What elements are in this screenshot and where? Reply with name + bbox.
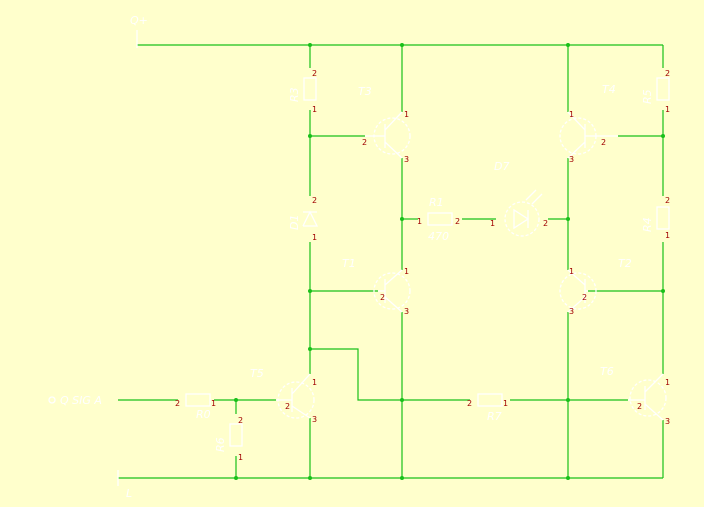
transistor-t6[interactable]: 2 1 3 T6 (600, 365, 670, 426)
svg-text:3: 3 (404, 307, 409, 316)
transistor-t5[interactable]: 2 1 3 T5 (250, 367, 317, 424)
svg-text:2: 2 (637, 402, 642, 411)
svg-text:1: 1 (312, 105, 317, 114)
resistor-r5[interactable]: 2 1 R5 (641, 69, 670, 114)
t3-ref: T3 (358, 85, 372, 98)
svg-text:1: 1 (238, 453, 243, 462)
resistor-r0[interactable]: 2 1 R0 (175, 393, 216, 421)
r7-ref: R7 (487, 410, 502, 423)
svg-text:2: 2 (362, 138, 367, 147)
svg-text:3: 3 (312, 415, 317, 424)
svg-text:2: 2 (467, 399, 472, 408)
vcc-label: Q+ (130, 14, 148, 27)
svg-text:1: 1 (665, 378, 670, 387)
input-label: Q SIG A (60, 394, 102, 407)
svg-text:1: 1 (569, 110, 574, 119)
input-terminal[interactable]: Q SIG A (48, 394, 102, 407)
svg-text:1: 1 (569, 267, 574, 276)
svg-text:2: 2 (312, 196, 317, 205)
wires (118, 44, 664, 479)
r1-ref: R1 (429, 196, 444, 209)
junctions (234, 43, 665, 480)
transistor-t3[interactable]: 2 1 3 T3 (358, 85, 411, 164)
gnd-label: L (126, 487, 132, 500)
transistor-t1[interactable]: 2 1 3 T1 (342, 257, 411, 316)
r6-ref: R6 (214, 437, 227, 452)
resistor-r6[interactable]: 2 1 R6 (214, 416, 243, 462)
svg-text:1: 1 (404, 267, 409, 276)
svg-text:2: 2 (285, 402, 290, 411)
r0-ref: R0 (196, 408, 211, 421)
transistor-t2[interactable]: 2 1 3 T2 (559, 257, 632, 316)
svg-text:3: 3 (665, 417, 670, 426)
vcc-terminal[interactable]: Q+ (130, 14, 148, 48)
svg-text:1: 1 (490, 219, 495, 228)
svg-text:1: 1 (665, 105, 670, 114)
gnd-terminal[interactable]: L (117, 470, 132, 500)
resistor-r1[interactable]: 1 2 R1 470 (417, 196, 460, 243)
r3-ref: R3 (288, 87, 301, 102)
r4-ref: R4 (641, 217, 654, 232)
svg-text:2: 2 (238, 416, 243, 425)
t4-ref: T4 (602, 83, 616, 96)
svg-text:1: 1 (312, 233, 317, 242)
svg-text:2: 2 (543, 219, 548, 228)
svg-text:1: 1 (503, 399, 508, 408)
resistor-r3[interactable]: 2 1 R3 (288, 69, 317, 114)
svg-text:1: 1 (211, 399, 216, 408)
resistor-r4[interactable]: 2 1 R4 (641, 196, 670, 240)
r1-value: 470 (428, 230, 449, 243)
svg-text:2: 2 (312, 69, 317, 78)
r5-ref: R5 (641, 89, 654, 104)
svg-text:1: 1 (312, 378, 317, 387)
led-d7[interactable]: 1 2 D7 (490, 160, 548, 237)
svg-text:2: 2 (665, 196, 670, 205)
svg-text:2: 2 (455, 217, 460, 226)
d1-ref: D1 (288, 215, 301, 230)
t1-ref: T1 (342, 257, 356, 270)
t6-ref: T6 (600, 365, 614, 378)
t2-ref: T2 (618, 257, 632, 270)
svg-text:1: 1 (665, 231, 670, 240)
transistor-t4[interactable]: 2 1 3 T4 (559, 83, 618, 164)
svg-text:2: 2 (582, 293, 587, 302)
svg-text:3: 3 (569, 155, 574, 164)
svg-text:1: 1 (417, 217, 422, 226)
svg-text:2: 2 (665, 69, 670, 78)
svg-text:2: 2 (601, 138, 606, 147)
diode-d1[interactable]: 2 1 D1 (288, 196, 319, 242)
d7-ref: D7 (494, 160, 509, 173)
resistor-r7[interactable]: 2 1 R7 (467, 393, 508, 423)
svg-text:2: 2 (175, 399, 180, 408)
svg-text:1: 1 (404, 110, 409, 119)
svg-text:2: 2 (380, 293, 385, 302)
svg-text:3: 3 (569, 307, 574, 316)
svg-text:3: 3 (404, 155, 409, 164)
t5-ref: T5 (250, 367, 264, 380)
